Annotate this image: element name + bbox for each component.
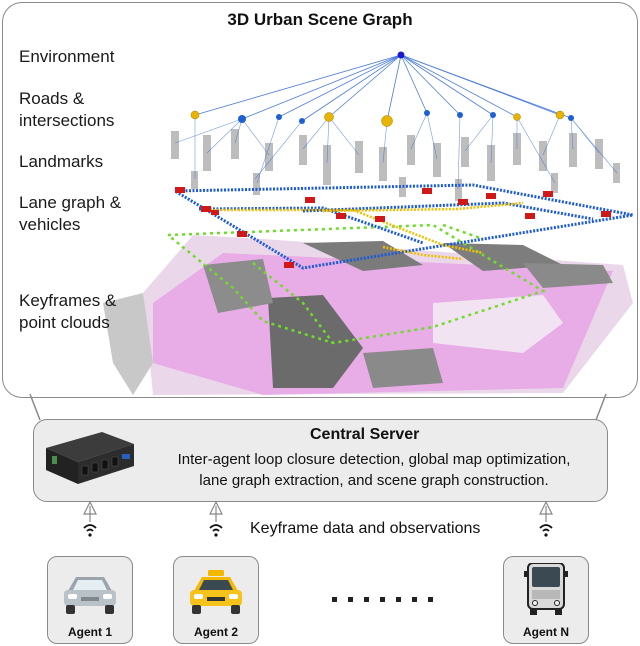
layer-label-landmarks: Landmarks xyxy=(19,151,103,173)
environment-node xyxy=(397,51,405,59)
scene-graph-illustration xyxy=(103,51,634,395)
intersection-nodes xyxy=(190,110,565,127)
layer-label-text: point clouds xyxy=(19,313,110,332)
central-server-title: Central Server xyxy=(310,426,420,443)
layer-label-text: Keyframes & xyxy=(19,291,117,310)
environment-edges xyxy=(194,54,572,122)
central-server-description: Inter-agent loop closure detection, glob… xyxy=(144,449,604,491)
layer-label-text: Lane graph & xyxy=(19,193,122,212)
more-agents-ellipsis xyxy=(332,597,433,602)
layer-label-text: vehicles xyxy=(19,215,81,234)
bus-icon xyxy=(524,563,568,615)
layer-label-lane-graph: Lane graph & vehicles xyxy=(19,192,121,236)
layer-label-text: Roads & xyxy=(19,89,85,108)
layer-label-text: intersections xyxy=(19,111,115,130)
antenna-icon xyxy=(209,500,223,537)
layer-label-keyframes: Keyframes & point clouds xyxy=(19,290,116,334)
layer-label-text: Landmarks xyxy=(19,152,104,171)
uplink-label: Keyframe data and observations xyxy=(250,520,481,537)
vehicles xyxy=(175,187,611,268)
agent-label: Agent N xyxy=(523,625,569,639)
server-description-line: Inter-agent loop closure detection, glob… xyxy=(177,451,571,468)
taxi-icon xyxy=(190,570,242,614)
agent-card-1: Agent 1 xyxy=(47,556,133,644)
antenna-icon xyxy=(539,500,553,537)
central-server-box xyxy=(33,419,608,502)
antenna-icon xyxy=(83,500,97,537)
landmark-edges xyxy=(174,112,618,190)
layer-label-environment: Environment xyxy=(19,46,114,68)
agent-card-n: Agent N xyxy=(503,556,589,644)
road-nodes xyxy=(238,110,574,124)
agent-label: Agent 1 xyxy=(67,625,112,639)
layer-label-roads: Roads & intersections xyxy=(19,88,114,132)
agent-label: Agent 2 xyxy=(193,625,238,639)
car-icon xyxy=(64,577,116,614)
server-description-line: lane graph extraction, and scene graph c… xyxy=(199,472,549,489)
server-icon xyxy=(46,432,134,484)
scene-graph-title: 3D Urban Scene Graph xyxy=(227,10,413,29)
keyframe-path xyxy=(167,223,546,345)
lane-graph xyxy=(169,183,634,270)
agent-card-2: Agent 2 xyxy=(173,556,259,644)
scene-graph-panel xyxy=(2,2,638,398)
layer-label-text: Environment xyxy=(19,47,115,66)
point-cloud xyxy=(103,235,633,395)
panel-connector xyxy=(29,393,607,421)
